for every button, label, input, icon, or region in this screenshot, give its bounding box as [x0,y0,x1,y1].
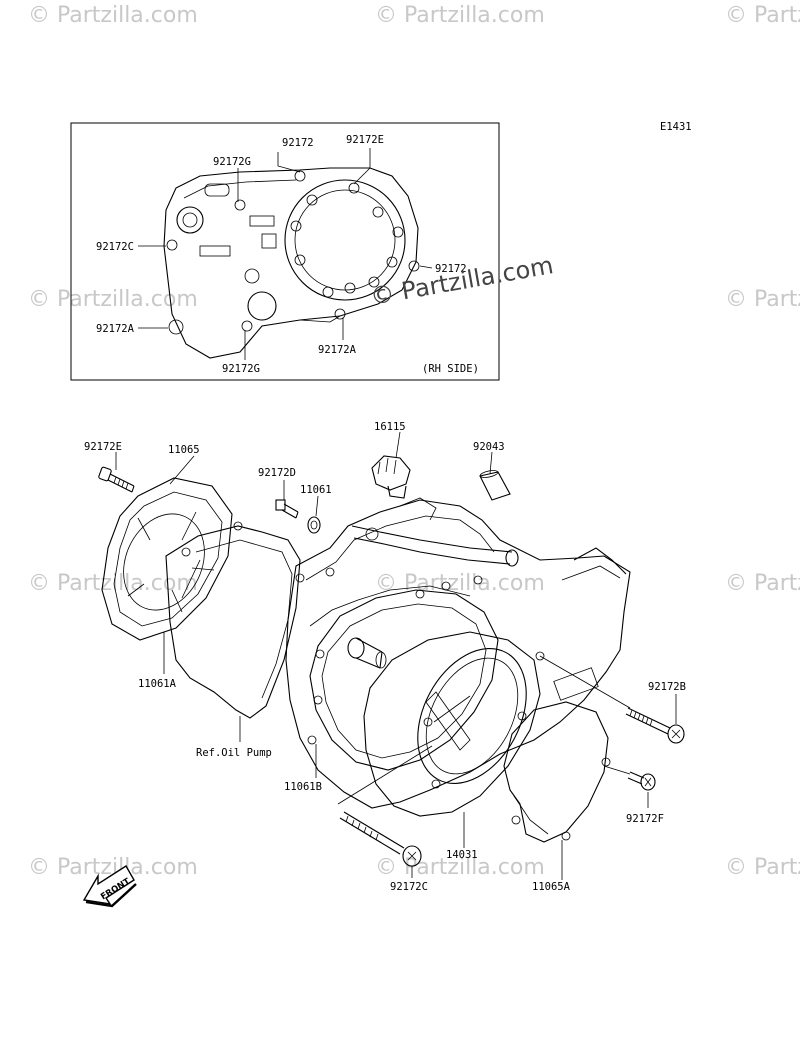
inset-clutch-housing [284,179,406,301]
inset-label: 92172 [282,137,314,149]
watermark: © Partzilla.com [375,3,545,28]
part-label[interactable]: 11065 [168,444,200,456]
inset-panel: 92172 92172E 92172G 92172C 92172 92172A … [70,122,500,381]
watermark: © Partzilla.com [725,3,800,28]
gasket-11065 [101,477,233,641]
inset-label: 92172A [96,323,135,335]
inset-leaders [138,148,433,360]
breather-hose [351,525,513,553]
inset-inspection-cap [204,183,230,197]
watermark: © Partzilla.com [375,571,545,596]
bolt-92172d [275,499,299,519]
alignment-line [433,695,471,723]
watermark: © Partzilla.com [725,287,800,312]
sleeve-92043 [479,470,511,501]
gasket-11061a [165,525,301,719]
shaft [347,637,387,669]
inset-crankcase-cover [163,167,419,359]
cap-16115 [371,455,411,499]
inset-label: 92172G [213,156,251,168]
bolt-92172b [625,707,685,744]
inset-label: 92172A [318,344,357,356]
part-label[interactable]: 11061B [284,781,322,793]
part-label[interactable]: 92172C [390,881,428,893]
exploded-view: 92172E 11065 92172D 11061 16115 92043 11… [84,421,686,893]
watermark: © Partzilla.com [28,287,198,312]
part-label[interactable]: 11061A [138,678,177,690]
watermark: © Partzilla.com [28,3,198,28]
inset-frame [70,122,500,381]
alignment-line [337,745,433,805]
watermark: © Partzilla.com [725,855,800,880]
inset-oil-filler [176,206,204,234]
part-label[interactable]: 92043 [473,441,505,453]
cap-11065a [503,701,609,843]
alignment-line [539,655,631,709]
inset-label: 92172E [346,134,384,146]
inset-bolt-bosses [166,170,420,335]
cover-14031-rim [417,648,527,784]
inset-side-note: (RH SIDE) [422,363,479,375]
part-leaders [115,431,677,880]
alignment-line [603,765,631,775]
reference-label: Ref.Oil Pump [196,747,272,759]
part-label[interactable]: 92172B [648,681,686,693]
inset-nameplate [199,245,231,257]
bolt-92172f [627,771,656,791]
oring-11061 [307,516,321,534]
inset-label: 92172C [96,241,134,253]
bolt-92172e [98,466,135,493]
cover-14031 [363,631,541,817]
part-label[interactable]: 92172E [84,441,122,453]
crankcase-body [285,499,631,809]
part-label[interactable]: 11061 [300,484,332,496]
watermark: © Partzilla.com [725,571,800,596]
watermark: © Partzilla.com [28,571,198,596]
part-label[interactable]: 14031 [446,849,478,861]
watermark-layer: © Partzilla.com © Partzilla.com © Partzi… [28,3,800,880]
part-label[interactable]: 92172D [258,467,296,479]
part-label[interactable]: 16115 [374,421,406,433]
inset-label: 92172G [222,363,260,375]
part-label[interactable]: 92172F [626,813,664,825]
inset-label: 92172 [435,263,467,275]
gasket-11061b [309,589,499,771]
part-label[interactable]: 11065A [532,881,571,893]
inset-cover-edge [183,179,297,199]
inset-plug [247,291,277,321]
diagram-code: E1431 [660,121,692,133]
